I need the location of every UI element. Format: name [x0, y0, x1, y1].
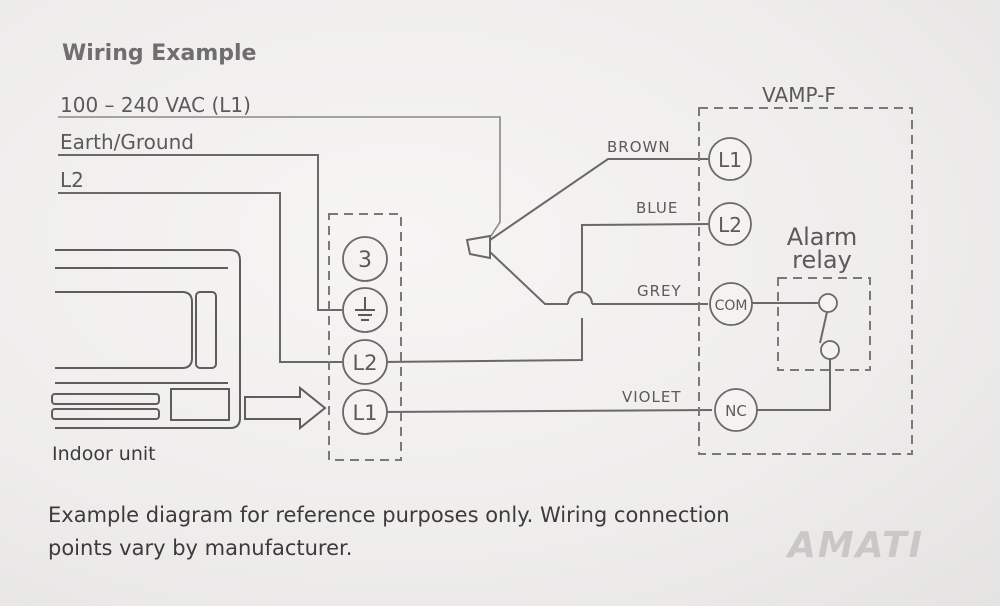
- alarm-relay-box: [777, 277, 871, 371]
- svg-text:NC: NC: [725, 402, 747, 420]
- indoor-terminal-earth: [342, 287, 388, 333]
- svg-text:COM: COM: [715, 298, 748, 314]
- indoor-unit-label: Indoor unit: [52, 443, 156, 465]
- svg-text:L1: L1: [718, 148, 742, 172]
- diagram-title: Wiring Example: [62, 41, 256, 66]
- blue-wire-a: [379, 318, 583, 363]
- wire-connector-icon: [465, 234, 491, 260]
- violet-wire: [379, 409, 713, 413]
- supply-l1-wire: [58, 116, 501, 237]
- ground-icon: [355, 297, 375, 321]
- indoor-terminal-l2: L2: [342, 339, 388, 385]
- vamp-terminal-nc: NC: [714, 388, 758, 432]
- crossover-hop: [567, 291, 593, 305]
- grey-wire-a: [489, 251, 568, 305]
- wire-label-blue: BLUE: [636, 199, 678, 217]
- blue-wire-b: [581, 223, 709, 292]
- indoor-unit-icon: [51, 249, 241, 429]
- svg-text:L2: L2: [718, 213, 742, 237]
- alarm-relay-label-line2: relay: [792, 246, 852, 274]
- arrow-right-icon: [244, 385, 327, 431]
- earth-wire: [58, 154, 342, 311]
- caption-line-2: points vary by manufacturer.: [48, 536, 352, 560]
- wire-label-grey: GREY: [637, 282, 682, 300]
- vamp-label: VAMP-F: [762, 83, 836, 107]
- indoor-terminal-l1: L1: [342, 389, 388, 435]
- earth-ground-label: Earth/Ground: [60, 130, 194, 154]
- svg-text:3: 3: [358, 248, 372, 273]
- caption-line-1: Example diagram for reference purposes o…: [48, 503, 730, 527]
- supply-l2-label: L2: [60, 168, 84, 192]
- alarm-relay-label-line1: Alarm: [787, 223, 858, 251]
- wire-label-violet: VIOLET: [622, 388, 682, 406]
- supply-l2-wire: [58, 192, 342, 363]
- vamp-terminal-l2: L2: [708, 202, 752, 246]
- vamp-terminal-com: COM: [709, 282, 753, 326]
- vamp-enclosure: [698, 107, 913, 455]
- svg-text:L1: L1: [352, 401, 377, 425]
- wire-label-brown: BROWN: [607, 138, 671, 156]
- relay-switch-icon: [752, 293, 840, 411]
- brown-wire: [489, 158, 708, 241]
- amati-watermark-logo: AMATI: [785, 525, 924, 566]
- vamp-terminal-l1: L1: [708, 137, 752, 181]
- supply-l1-label: 100 – 240 VAC (L1): [60, 93, 251, 117]
- svg-text:L2: L2: [352, 351, 377, 375]
- indoor-terminal-block: [328, 213, 402, 461]
- indoor-terminal-3: 3: [342, 236, 388, 282]
